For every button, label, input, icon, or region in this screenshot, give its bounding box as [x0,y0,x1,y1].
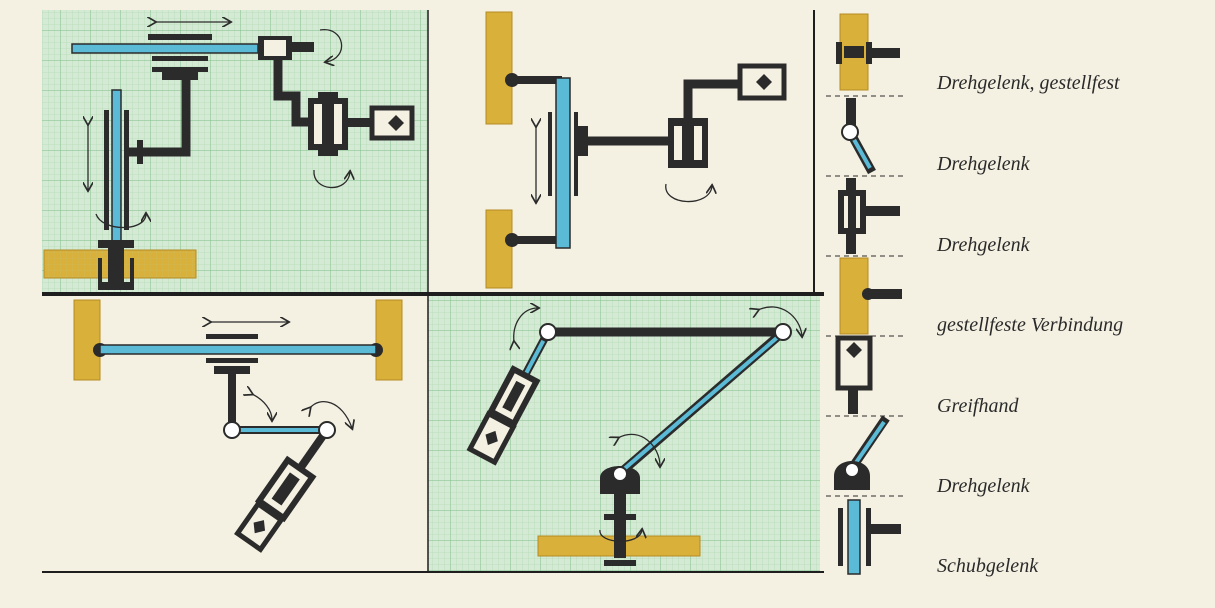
grid-paper-panels [42,10,820,572]
legend-label-revolute-1: Drehgelenk [937,153,1030,175]
gripper-icon [835,335,873,414]
rotation-arrow-icon [514,308,538,342]
legend-label-revolute-3: Drehgelenk [937,475,1030,497]
revolute-joint-box-symbol [838,178,900,254]
legend-label-fixed-connection: gestellfeste Verbindung [937,314,1124,336]
panel-separators [42,10,824,573]
legend-label-prismatic: Schubgelenk [937,555,1039,577]
rotation-arrow-icon [252,394,272,420]
legend-label-gripper: Greifhand [937,395,1019,417]
ground-frame-icon [485,11,513,125]
prismatic-joint-icon [838,499,901,575]
revolute-joint-pivot-symbol [834,415,890,490]
revolute-joint-icon [223,421,241,439]
legend-label-revolute-2: Drehgelenk [937,234,1030,256]
revolute-joint-icon [612,466,628,482]
revolute-joint-icon [841,98,876,175]
rotation-arrow-icon [319,29,343,62]
revolute-joint-fixed-symbol [836,13,900,91]
legend-label-revolute-fixed: Drehgelenk, gestellfest [937,72,1120,94]
fixed-connection-symbol [839,257,902,335]
robot-panel-top-middle [485,11,787,289]
legend-symbols [826,13,906,575]
ground-frame-icon [73,299,101,381]
robot-panel-bottom-middle [466,307,802,566]
robot-panel-bottom-left [73,299,403,553]
robot-panel-top-left [43,22,415,290]
rotation-arrow-icon [665,184,712,203]
